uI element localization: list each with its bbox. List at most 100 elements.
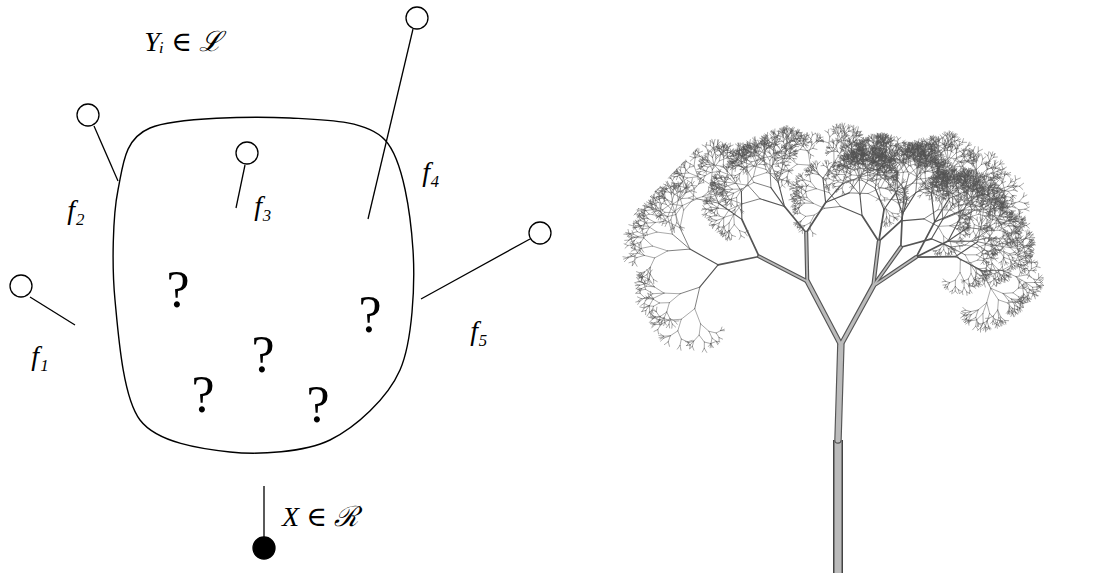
tree-branch <box>684 156 686 162</box>
tree-branch <box>637 297 641 299</box>
tree-branch <box>685 162 686 166</box>
tree-branch <box>641 221 647 223</box>
tree-branch <box>678 162 681 163</box>
tree-branch <box>734 225 739 231</box>
tree-branch <box>701 324 709 331</box>
tree-branch <box>694 335 699 341</box>
tree-branch <box>706 142 707 147</box>
tree-branch <box>702 145 706 147</box>
tree-branch <box>716 333 719 338</box>
tree-branch <box>726 183 735 186</box>
tree-branch <box>679 167 684 168</box>
tree-branch <box>675 321 677 324</box>
tree-branch <box>731 151 734 152</box>
tree-branch <box>789 164 797 170</box>
tree-branch <box>659 184 662 187</box>
open-terminal <box>529 222 551 244</box>
tree-branch <box>638 235 646 236</box>
tree-branch <box>734 214 735 224</box>
tree-branch <box>660 177 664 179</box>
tree-branch <box>680 339 681 345</box>
tree-branch <box>641 303 644 305</box>
open-terminal <box>406 7 428 29</box>
tree-branch <box>689 196 694 198</box>
tree-branch <box>791 133 794 134</box>
tree-branch <box>724 223 729 227</box>
tree-branch <box>624 244 628 246</box>
tree-branch <box>787 161 791 162</box>
tree-branch <box>699 151 703 153</box>
tree-branch <box>735 205 737 210</box>
tree-branch <box>700 265 718 287</box>
tree-branch <box>755 156 757 160</box>
tree-branch <box>668 342 669 347</box>
tree-branch <box>640 293 645 297</box>
tree-branch <box>654 303 660 306</box>
tree-branch <box>730 225 735 231</box>
tree-branch <box>690 158 694 161</box>
tree-branch <box>712 338 716 341</box>
tree-branch <box>797 164 810 165</box>
tree-branch <box>813 148 817 149</box>
tree-branch <box>708 187 709 192</box>
tree-branch <box>680 287 700 294</box>
tree-branch <box>783 177 787 179</box>
tree-branch <box>689 198 693 200</box>
tree-branch <box>658 330 659 334</box>
tree-branch <box>682 160 684 163</box>
tree-branch <box>784 162 785 166</box>
tree-branch <box>689 164 690 167</box>
tree-branch <box>791 149 795 151</box>
tree-branch <box>778 135 781 136</box>
tree-branch <box>699 335 704 342</box>
tree-branch <box>707 164 714 165</box>
tree-branch <box>677 165 680 167</box>
tree-branch <box>748 167 754 173</box>
tree-branch <box>687 188 697 199</box>
tree-branch <box>702 348 704 352</box>
tree-branch <box>680 165 681 171</box>
tree-branch <box>675 163 676 167</box>
tree-branch <box>633 234 638 236</box>
tree-branch <box>706 167 708 171</box>
tree-branch <box>775 139 776 142</box>
tree-branch <box>695 309 701 324</box>
tree-branch <box>674 223 677 228</box>
tree-branch <box>643 232 646 234</box>
tree-branch <box>661 176 665 177</box>
tree-branch <box>662 173 665 177</box>
tree-branch <box>694 158 695 166</box>
tree-branch <box>636 284 640 285</box>
tree-branch <box>672 234 690 249</box>
tree-branch <box>653 293 664 294</box>
tree-branch <box>670 173 674 174</box>
tree-branch <box>672 324 675 327</box>
tree-branch <box>716 213 717 216</box>
tree-branch <box>644 238 653 246</box>
tree-branch <box>741 236 745 238</box>
tree-branch <box>659 322 660 326</box>
tree-branch <box>783 135 786 142</box>
tree-branch <box>662 215 668 216</box>
tree-branch <box>739 231 744 233</box>
tree-branch <box>725 230 726 233</box>
tree-branch <box>661 201 664 205</box>
tree-branch <box>673 168 676 170</box>
tree-branch <box>777 136 783 137</box>
tree-branch <box>662 172 667 174</box>
tree-branch <box>739 179 740 183</box>
tree-branch <box>712 157 713 164</box>
tree-branch <box>637 272 641 273</box>
stub-line <box>421 239 530 299</box>
tree-branch <box>689 166 693 167</box>
tree-branch <box>703 197 710 198</box>
tree-branch <box>626 240 629 244</box>
open-terminal <box>77 104 99 126</box>
tree-branch <box>660 215 661 220</box>
tree-branch <box>686 162 694 166</box>
tree-branch <box>717 208 718 213</box>
tree-branch <box>645 304 648 306</box>
tree-branch <box>690 150 693 153</box>
tree-branch <box>700 170 704 171</box>
tree-branch <box>732 235 736 236</box>
